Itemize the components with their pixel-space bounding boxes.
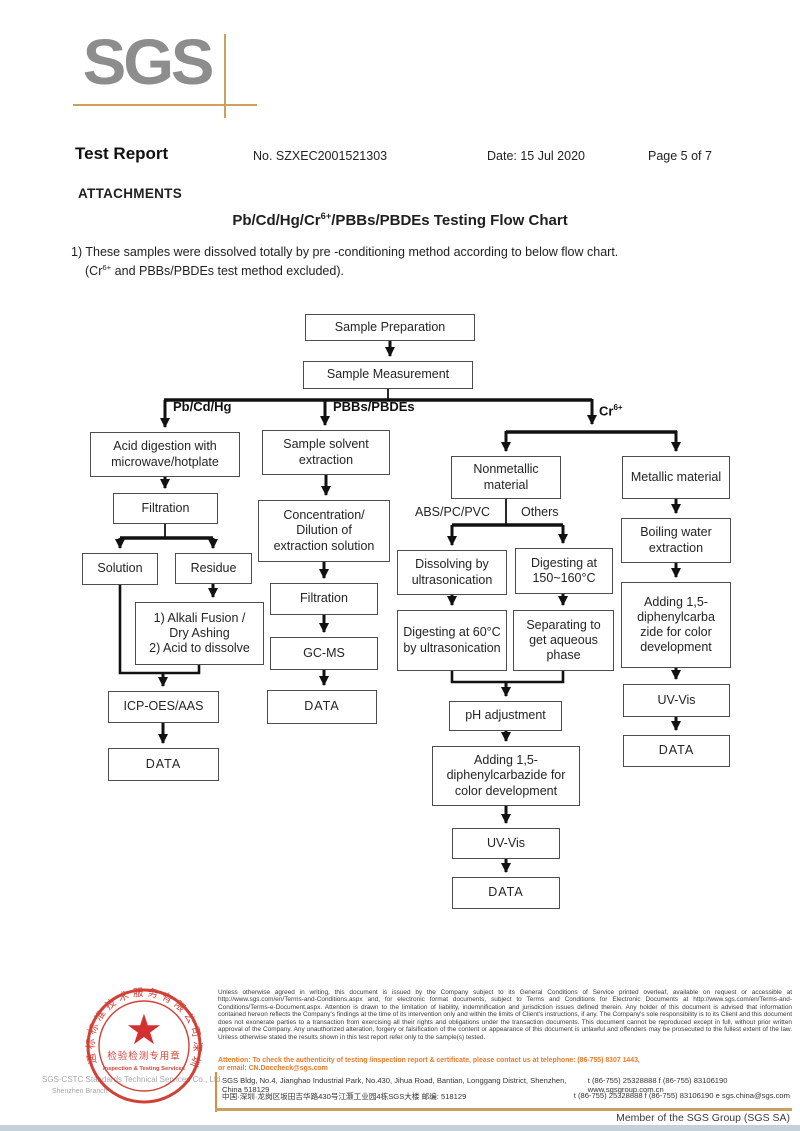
address-row-en: SGS Bldg, No.4, Jianghao Industrial Park…: [222, 1076, 790, 1094]
report-date: Date: 15 Jul 2020: [487, 149, 585, 163]
node-adding-dpc-right-line-2: diphenylcarba: [637, 609, 715, 624]
flow-chart-title-pre: Pb/Cd/Hg/Cr: [232, 212, 321, 229]
node-data-cr-nonmetal: DATA: [452, 877, 560, 909]
footer-horizontal-rule: [215, 1108, 792, 1111]
node-residue: Residue: [175, 553, 252, 584]
node-dissolving-ultrasonication: Dissolving by ultrasonication: [397, 550, 507, 595]
logo-crosshair-horizontal: [73, 104, 257, 106]
flow-chart-title: Pb/Cd/Hg/Cr6+/PBBs/PBDEs Testing Flow Ch…: [0, 211, 800, 229]
stamp-star-icon: ★: [125, 1006, 163, 1053]
stamp-center-cn: 检验检测专用章: [107, 1050, 181, 1062]
attachments-heading: ATTACHMENTS: [78, 186, 183, 201]
stamp-center-en: Inspection & Testing Services: [103, 1066, 185, 1072]
member-of-sgs-group: Member of the SGS Group (SGS SA): [616, 1112, 790, 1124]
report-title: Test Report: [75, 144, 169, 163]
branch-label-cr6-base: Cr: [599, 403, 614, 419]
node-digesting-60: Digesting at 60°C by ultrasonication: [397, 610, 507, 671]
node-adding-dpc-middle-line-3: color development: [454, 783, 558, 798]
node-solvent-extraction: Sample solvent extraction: [262, 430, 390, 475]
footer-vertical-rule: [215, 1072, 217, 1112]
company-name-gray: SGS-CSTC Standards Technical Services Co…: [42, 1075, 223, 1084]
node-adding-dpc-right-line-3: zide for color: [640, 625, 712, 639]
node-adding-dpc-right-line-4: development: [640, 640, 712, 655]
attention-text: Attention: To check the authenticity of …: [218, 1057, 792, 1074]
branch-label-cr6-sup: 6+: [613, 403, 623, 412]
branch-label-pbbs-pbdes: PBBs/PBDEs: [333, 399, 415, 414]
address-row-cn: 中国·深圳·龙岗区坂田吉华路430号江灏工业园4栋SGS大楼 邮编: 51812…: [222, 1091, 790, 1102]
node-alkali-line-3: 2) Acid to dissolve: [149, 641, 250, 656]
node-adding-dpc-right: Adding 1,5- diphenylcarba zide for color…: [621, 582, 731, 668]
inspection-stamp: 通标标准技术服务有限公司深圳分公司 ★ 检验检测专用章 Inspection &…: [84, 984, 202, 1104]
node-data-middle: DATA: [267, 690, 377, 724]
address-en: SGS Bldg, No.4, Jianghao Industrial Park…: [222, 1076, 567, 1094]
branch-label-cr6: Cr6+: [599, 403, 623, 418]
node-solution: Solution: [82, 553, 158, 585]
branch-label-abs-pc-pvc: ABS/PC/PVC: [415, 505, 491, 519]
address-cn-contact: t (86-755) 25328888 f (86-755) 83106190 …: [573, 1091, 790, 1100]
node-adding-dpc-middle-line-1: Adding 1,5-: [474, 753, 538, 768]
node-gc-ms: GC-MS: [270, 637, 378, 670]
node-separating-aqueous: Separating to get aqueous phase: [513, 610, 614, 671]
node-concentration-dilution: Concentration/ Dilution of extraction so…: [258, 500, 390, 562]
node-concentration-line-1: Concentration/: [283, 508, 365, 523]
branch-label-others: Others: [521, 505, 559, 519]
intro-line-1: 1) These samples were dissolved totally …: [71, 245, 619, 259]
flow-chart-title-post: /PBBs/PBDEs Testing Flow Chart: [331, 212, 568, 229]
address-cn: 中国·深圳·龙岗区坂田吉华路430号江灏工业园4栋SGS大楼 邮编: 51812…: [222, 1092, 467, 1101]
intro-line-2-pre: (Cr: [85, 264, 103, 279]
bottom-strip: [0, 1125, 800, 1131]
node-nonmetallic-material: Nonmetallic material: [451, 456, 561, 499]
node-ph-adjustment: pH adjustment: [449, 701, 562, 731]
node-alkali-fusion: 1) Alkali Fusion / Dry Ashing 2) Acid to…: [135, 602, 264, 665]
page-indicator: Page 5 of 7: [648, 149, 712, 163]
intro-line-2-sup: 6+: [102, 263, 112, 272]
disclaimer-text: Unless otherwise agreed in writing, this…: [218, 989, 792, 1041]
node-adding-dpc-middle: Adding 1,5- diphenylcarbazide for color …: [432, 746, 580, 806]
node-filtration-2: Filtration: [270, 583, 378, 615]
intro-line-2-post: and PBBs/PBDEs test method excluded).: [111, 264, 344, 279]
report-number: No. SZXEC2001521303: [253, 149, 388, 163]
intro-line-2: (Cr6+ and PBBs/PBDEs test method exclude…: [85, 263, 344, 278]
flow-chart-title-sup: 6+: [320, 211, 332, 221]
node-sample-preparation: Sample Preparation: [305, 314, 475, 341]
node-metallic-material: Metallic material: [622, 456, 730, 499]
node-concentration-line-2: Dilution of: [296, 523, 352, 538]
node-adding-dpc-right-line-1: Adding 1,5-: [644, 594, 708, 609]
node-uv-vis-right: UV-Vis: [623, 684, 730, 717]
sgs-logo: SGS: [82, 26, 215, 98]
address-en-contact: t (86-755) 25328888 f (86-755) 83106190 …: [587, 1076, 728, 1094]
branch-label-pb-cd-hg: Pb/Cd/Hg: [173, 399, 232, 414]
attention-line-1: Attention: To check the authenticity of …: [218, 1057, 640, 1064]
node-acid-digestion: Acid digestion with microwave/hotplate: [90, 432, 240, 477]
company-branch-gray: Shenzhen Branch: [52, 1088, 108, 1095]
node-digesting-150-160: Digesting at 150~160°C: [515, 548, 613, 594]
node-boiling-water-extraction: Boiling water extraction: [621, 518, 731, 563]
node-adding-dpc-middle-line-2: diphenylcarbazide for: [446, 768, 566, 783]
node-alkali-line-1: 1) Alkali Fusion /: [153, 610, 246, 625]
logo-crosshair-vertical: [224, 34, 226, 118]
node-data-cr-metal: DATA: [623, 735, 730, 767]
node-concentration-line-3: extraction solution: [273, 538, 375, 553]
node-sample-measurement: Sample Measurement: [303, 361, 473, 389]
node-alkali-line-2: Dry Ashing: [169, 625, 230, 640]
node-uv-vis-middle: UV-Vis: [452, 828, 560, 859]
node-icp-oes-aas: ICP-OES/AAS: [108, 691, 219, 723]
node-data-left: DATA: [108, 748, 219, 781]
node-filtration-1: Filtration: [113, 493, 218, 524]
attention-line-2: or email: CN.Doccheck@sgs.com: [218, 1065, 328, 1073]
